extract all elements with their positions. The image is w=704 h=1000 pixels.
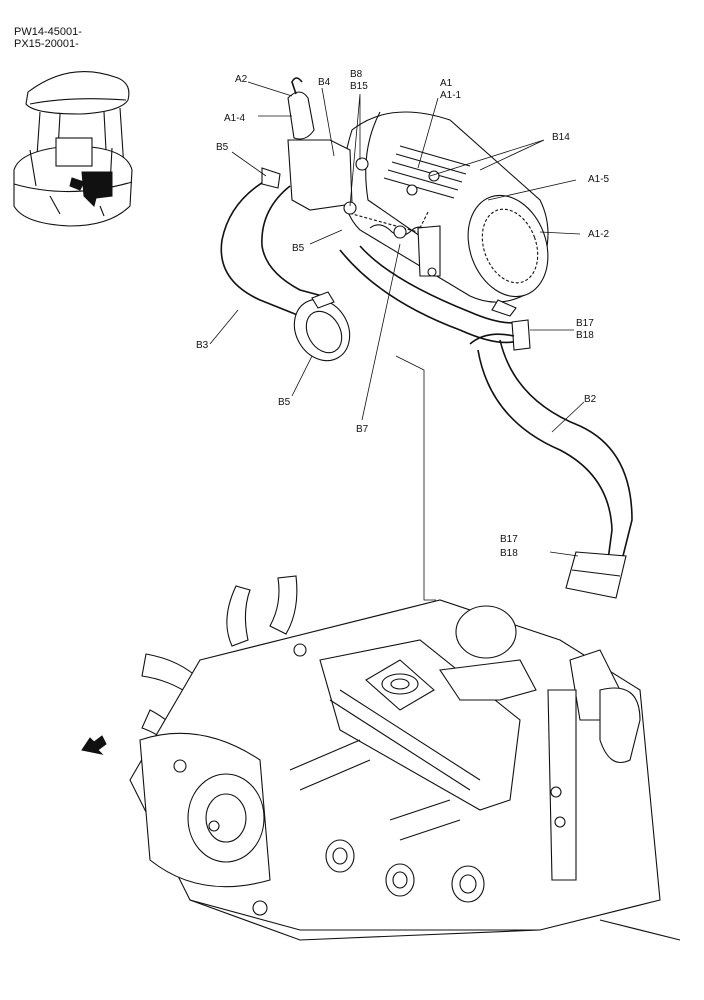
label-a1-1: A1-1 [440,90,462,101]
label-b4: B4 [318,77,331,88]
model-code-1: PW14-45001- [14,26,82,38]
label-b15: B15 [350,81,368,92]
label-b5-top: B5 [216,142,229,153]
label-b17-top: B17 [576,318,594,329]
label-b3: B3 [196,340,209,351]
label-a1-5: A1-5 [588,174,610,185]
machine-thumbnail [13,71,133,227]
label-a1-4: A1-4 [224,113,246,124]
label-b14: B14 [552,132,570,143]
label-a1-2: A1-2 [588,229,610,240]
leader-lines [209,81,585,557]
label-a1: A1 [440,78,453,89]
label-b5-low: B5 [278,397,291,408]
model-code-2: PX15-20001- [14,38,79,50]
label-b5-mid: B5 [292,243,305,254]
label-b18-top: B18 [576,330,594,341]
air-cleaner-assembly [287,77,549,317]
label-a2: A2 [235,74,248,85]
callout-labels: A2 A1-4 B4 B8 B15 A1 A1-1 B14 B5 A1-5 A1… [196,69,610,559]
label-b17-low: B17 [500,534,518,545]
hose-b3 [220,167,351,362]
hose-b2 [339,245,633,599]
label-b18-low: B18 [500,548,518,559]
front-direction-arrow-icon [81,735,107,755]
label-b2: B2 [584,394,597,405]
label-b8: B8 [350,69,363,80]
label-b7: B7 [356,424,369,435]
engine-block [129,575,681,941]
